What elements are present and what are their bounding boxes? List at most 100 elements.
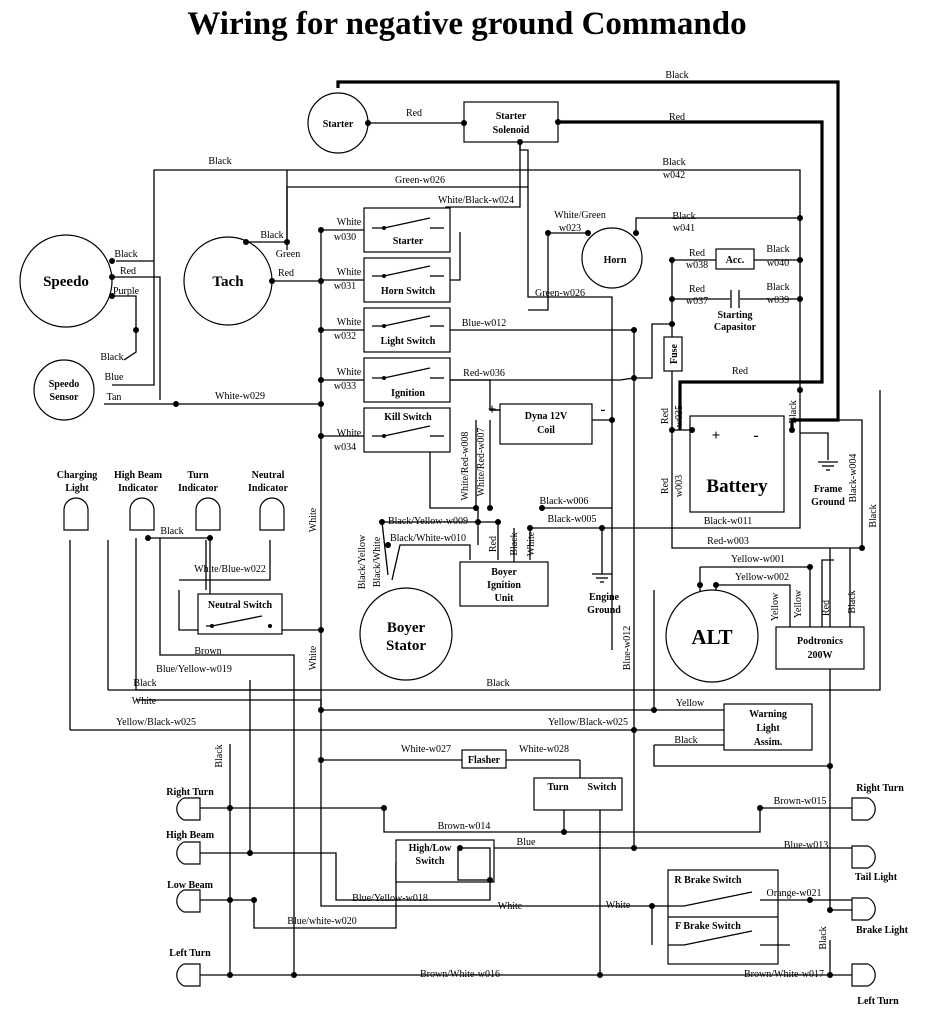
wire-brown-white-w017: Brown/White-w017 <box>744 969 824 980</box>
wire-speedo-red: Red <box>120 266 136 277</box>
left-front-left-turn-lamp <box>176 963 201 987</box>
solenoid-label-2: Solenoid <box>493 125 530 136</box>
wire-tach-black: Black <box>260 230 283 241</box>
speedo-gauge <box>19 234 113 328</box>
warning-label-2: Light <box>756 723 780 734</box>
neutral-indicator-bulb <box>259 497 285 531</box>
high-low-switch <box>395 839 495 883</box>
stator-label-1: Boyer <box>387 620 426 636</box>
wire-blue-white-w020: Blue/white-w020 <box>287 916 356 927</box>
r-brake-switch-label: R Brake Switch <box>674 875 742 886</box>
switch-label-light: Light Switch <box>381 336 436 347</box>
lamp-brake-light-label: Brake Light <box>856 925 909 936</box>
wire-black-w039-2: w039 <box>767 295 789 306</box>
wire-white-w029: White-w029 <box>215 391 265 402</box>
wire-white-w031-1: White <box>337 267 362 278</box>
wire-brown-white-w016: Brown/White-w016 <box>420 969 500 980</box>
lamp-left-turn-label: Left Turn <box>169 948 211 959</box>
lamp-high-beam-label: High Beam <box>166 830 215 841</box>
wire-blue-yellow-w019: Blue/Yellow-w019 <box>156 664 232 675</box>
dyna-coil <box>499 403 593 445</box>
alternator <box>665 589 759 683</box>
wire-black-w041-1: Black <box>672 211 695 222</box>
wire-pod-yellow-2: Yellow <box>793 589 804 618</box>
fuse <box>663 336 683 372</box>
acc-label: Acc. <box>726 255 745 266</box>
wire-black-w006: Black-w006 <box>540 496 589 507</box>
rear-right-turn-lamp <box>851 797 876 821</box>
warning-light-assembly <box>723 703 813 751</box>
wire-green-w026-mid: Green-w026 <box>535 288 585 299</box>
wire-white-w034-2: w034 <box>334 442 356 453</box>
wire-tach-green: Green <box>276 249 300 260</box>
f-brake-switch-label: F Brake Switch <box>675 921 741 932</box>
wire-stator-black-white: Black/White <box>372 536 383 587</box>
speedo-sensor <box>33 359 95 421</box>
lamp-left-right-turn-label: Right Turn <box>166 787 214 798</box>
wire-white-w032-1: White <box>337 317 362 328</box>
wire-blue-yellow-w018: Blue/Yellow-w018 <box>352 893 428 904</box>
wire-white-long: White <box>132 696 157 707</box>
wire-sensor-black: Black <box>100 352 123 363</box>
brake-light-lamp <box>851 897 876 921</box>
wire-black-w005: Black-w005 <box>548 514 597 525</box>
wire-pod-red: Red <box>821 600 832 616</box>
wire-yellow-black-w025-right: Yellow/Black-w025 <box>548 717 628 728</box>
wire-black-white-w010: Black/White-w010 <box>390 533 466 544</box>
boyer-stator <box>359 587 453 681</box>
rear-left-turn-lamp <box>851 963 876 987</box>
wire-yellow-warning: Yellow <box>676 698 705 709</box>
wire-brown-w015: Brown-w015 <box>774 796 827 807</box>
boyer-unit-label-3: Unit <box>495 593 515 604</box>
podtronics-label-2: 200W <box>808 650 833 661</box>
speedo-sensor-label-2: Sensor <box>50 392 79 403</box>
wire-white-vertical-1: White <box>308 507 319 532</box>
kill-switch <box>363 407 451 453</box>
charging-light-bulb <box>63 497 89 531</box>
lamp-low-beam-label: Low Beam <box>167 880 214 891</box>
tach-label: Tach <box>212 274 244 290</box>
indicator-neutral-label-1: Neutral <box>252 470 285 481</box>
wire-boyer-white: White <box>526 531 537 556</box>
horn-switch <box>363 257 451 303</box>
wire-sensor-tan: Tan <box>107 392 122 403</box>
wire-red-fuse: Red <box>732 366 748 377</box>
high-beam-indicator-bulb <box>129 497 155 531</box>
podtronics-label-1: Podtronics <box>797 636 843 647</box>
wire-red-w035-1: Red <box>660 408 671 424</box>
boyer-unit-label-2: Ignition <box>487 580 521 591</box>
wire-black-top: Black <box>665 70 688 81</box>
wire-red-starter: Red <box>406 108 422 119</box>
wire-black-right-vertical: Black <box>818 926 829 949</box>
tail-light-lamp <box>851 845 876 869</box>
turn-indicator-bulb <box>195 497 221 531</box>
frame-ground-label-2: Ground <box>811 497 845 508</box>
high-beam-lamp <box>176 841 201 865</box>
wire-black-w004: Black-w004 <box>848 454 859 503</box>
high-low-label-1: High/Low <box>409 843 453 854</box>
boyer-unit-label-1: Boyer <box>491 567 517 578</box>
battery-minus: - <box>754 428 759 444</box>
flasher-label: Flasher <box>468 755 501 766</box>
wire-white-red-w008: White/Red-w008 <box>460 432 471 501</box>
capacitor-label-2: Capasitor <box>714 322 757 333</box>
flasher <box>461 749 507 769</box>
high-low-label-2: Switch <box>416 856 445 867</box>
wire-white-green-2: w023 <box>559 223 581 234</box>
boyer-ignition-unit <box>459 561 549 607</box>
wire-black-yellow-w009: Black/Yellow-w009 <box>388 516 468 527</box>
wire-white-w032-2: w032 <box>334 331 356 342</box>
coil-label-2: Coil <box>537 425 555 436</box>
wire-red-w003-1: Red <box>660 478 671 494</box>
ignition-switch <box>363 357 451 403</box>
coil-label-1: Dyna 12V <box>525 411 568 422</box>
junction-dots <box>109 119 865 978</box>
wire-blue: Blue <box>517 837 536 848</box>
starter-solenoid <box>463 101 559 143</box>
stator-label-2: Stator <box>386 638 426 654</box>
wire-black-w042-2: w042 <box>663 170 685 181</box>
wire-white-w028: White-w028 <box>519 744 569 755</box>
switch-label-horn: Horn Switch <box>381 286 436 297</box>
podtronics-regulator <box>775 626 865 670</box>
